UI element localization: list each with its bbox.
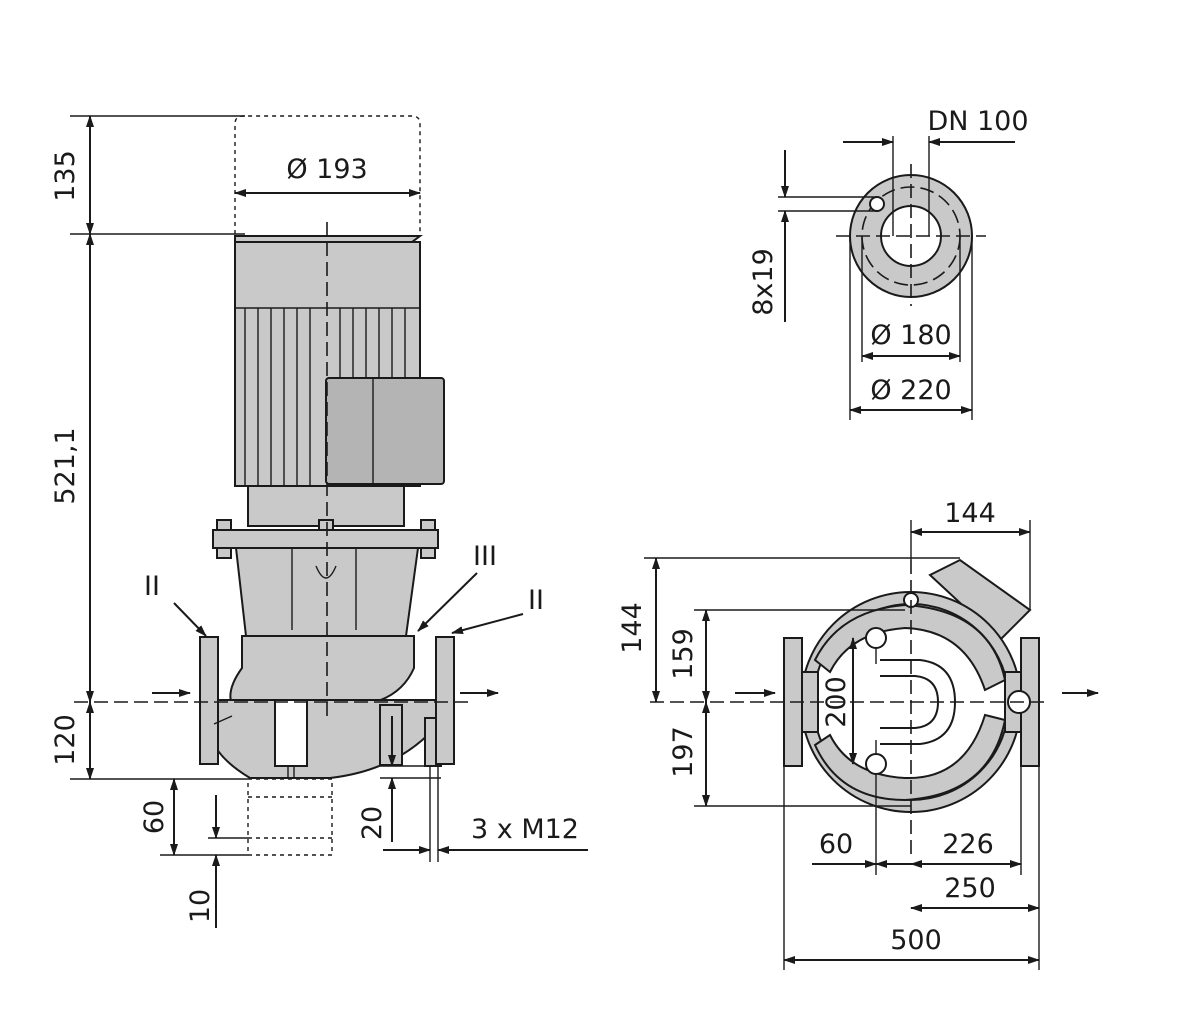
- outer-diameter-label: Ø 220: [870, 375, 951, 406]
- dim-120: 120: [50, 714, 81, 766]
- side-view: 135 521,1 120 60 10 Ø 193 20 3 x M12 II …: [50, 115, 588, 928]
- base-outline: [247, 778, 333, 856]
- dim-200: 200: [821, 676, 852, 728]
- dim-60-top: 60: [819, 829, 853, 860]
- bolt-circle-label: Ø 180: [870, 320, 951, 351]
- label-ii-left: II: [144, 571, 160, 602]
- lantern: [212, 519, 439, 637]
- top-view: 144 144 159 197 200 60 226 250 500: [617, 498, 1099, 970]
- label-iii: III: [473, 541, 497, 572]
- flange-bolt-hole: [869, 196, 885, 212]
- dim-bolts: 3 x M12: [471, 814, 579, 845]
- dn-label: DN 100: [927, 106, 1028, 137]
- label-ii-right: II: [528, 585, 544, 616]
- dim-250: 250: [944, 873, 996, 904]
- dim-20: 20: [357, 806, 388, 840]
- dim-60-base: 60: [139, 800, 170, 834]
- dim-10: 10: [185, 889, 216, 923]
- dim-500: 500: [890, 925, 942, 956]
- dim-159: 159: [668, 628, 699, 680]
- flange-view: DN 100 8x19 Ø 180 Ø 220: [748, 106, 1029, 420]
- dim-motor-diameter: Ø 193: [286, 154, 367, 185]
- top-bolt-upper: [865, 627, 887, 649]
- outlet-flange: [435, 636, 455, 765]
- dim-135: 135: [50, 150, 81, 202]
- dim-226: 226: [942, 829, 994, 860]
- terminal-box-outline: [234, 115, 421, 234]
- dim-144-top: 144: [944, 498, 996, 529]
- motor: [234, 235, 445, 527]
- holes-label: 8x19: [748, 248, 779, 316]
- inlet-flange: [199, 636, 219, 765]
- dim-521-1: 521,1: [50, 427, 81, 504]
- top-bolt-lower: [865, 753, 887, 775]
- dim-144-side: 144: [617, 602, 648, 654]
- dim-197: 197: [668, 726, 699, 778]
